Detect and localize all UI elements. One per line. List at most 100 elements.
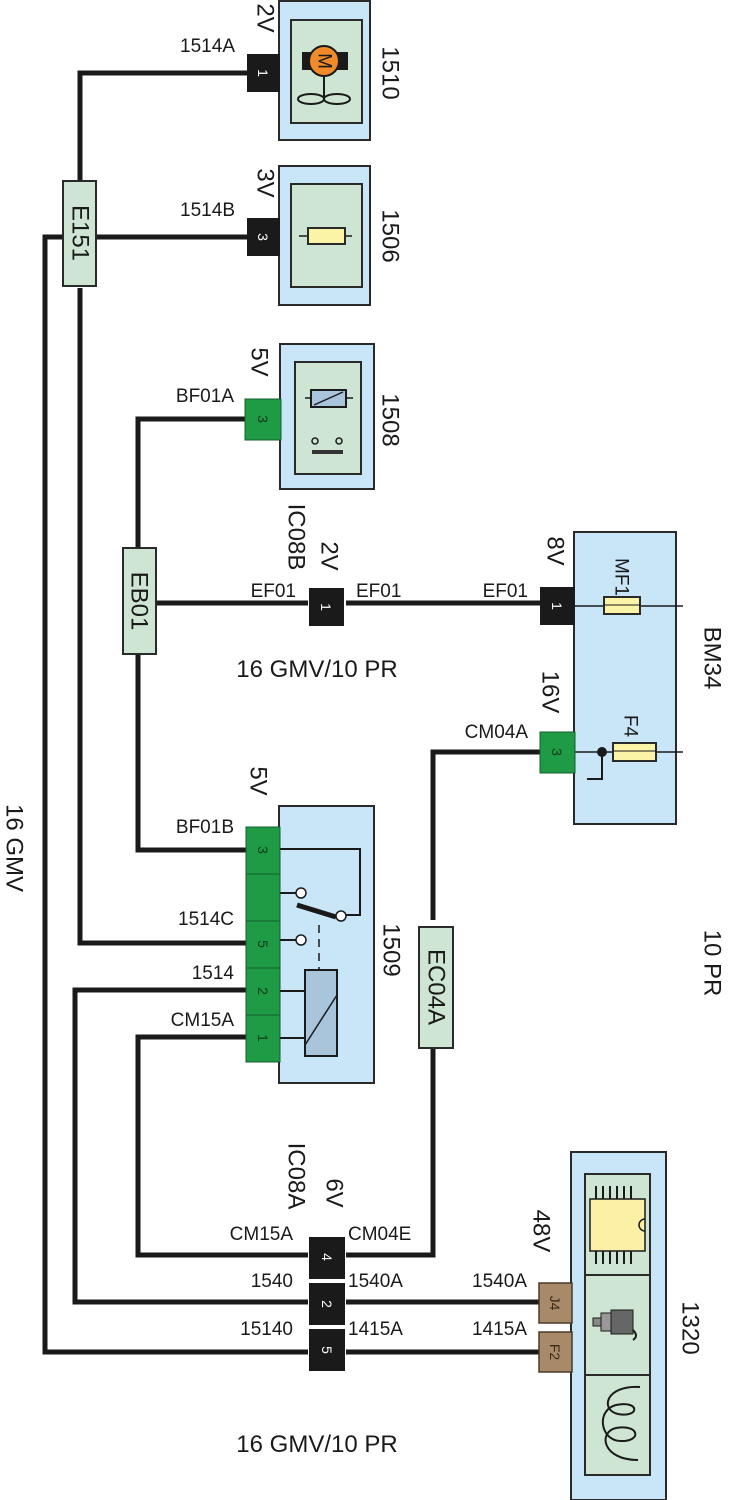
wires: [42, 70, 542, 1355]
wire-cm04a: [430, 749, 540, 920]
chip-icon: [589, 1186, 646, 1264]
wire-label: CM04E: [348, 1224, 411, 1245]
wire-label: EF01: [251, 581, 296, 602]
component-id: 1510: [377, 46, 404, 99]
pin-number: 3: [255, 846, 271, 854]
wire-1514c: [77, 288, 248, 946]
wire-label: 1415A: [348, 1319, 403, 1340]
wire-1540: [72, 987, 308, 1305]
wire-label: 1514A: [180, 36, 235, 57]
splice-label: EB01: [126, 572, 153, 631]
connector-pin[interactable]: [309, 1329, 345, 1371]
connector-label: 16V: [537, 671, 564, 714]
connector-pin[interactable]: [309, 1283, 345, 1325]
splice-label: E151: [67, 205, 94, 261]
wire-label: 1514C: [178, 909, 234, 930]
pin-number: 5: [255, 940, 271, 948]
wire-label: 1514B: [180, 200, 235, 221]
inline-connector-ic08b[interactable]: 1 IC08B 2V EF01 EF01: [251, 504, 402, 626]
wire-bf01a: [135, 416, 248, 548]
connector-label: 5V: [246, 347, 273, 376]
wire-label: CM04A: [465, 722, 529, 743]
component-id: 1508: [377, 393, 404, 446]
connector-label: 3V: [252, 168, 279, 197]
wire-1514a: [77, 70, 248, 183]
wire-label: EF01: [356, 581, 401, 602]
wire-label: CM15A: [171, 1010, 235, 1031]
connector-pin[interactable]: [309, 588, 344, 626]
splice-eb01[interactable]: EB01: [122, 547, 157, 655]
coil-icon: [601, 1385, 641, 1461]
wire-label: BF01A: [176, 386, 234, 407]
injector-icon: [592, 1309, 637, 1341]
wire-label: 1540A: [472, 1271, 527, 1292]
component-1320[interactable]: J4 F2 48V 1320 1540A 1415A: [472, 1151, 704, 1500]
connector-label: 2V: [316, 541, 343, 570]
resistor-icon: [307, 227, 346, 245]
fuse-label: MF1: [611, 558, 632, 596]
pin-number: 1: [549, 602, 565, 610]
harness-label: 10 PR: [699, 930, 726, 997]
connector-pin[interactable]: [309, 1237, 345, 1279]
connector-id: IC08A: [283, 1143, 310, 1210]
wire-cm15a: [135, 1034, 308, 1258]
connector-label: 48V: [528, 1210, 555, 1253]
wire-bf01b: [135, 655, 248, 853]
component-id: 1509: [378, 923, 405, 976]
wire-label: 15140: [240, 1319, 293, 1340]
connector-label: 6V: [321, 1178, 348, 1207]
pin-number: 1: [255, 69, 271, 77]
connector-label: 2V: [252, 3, 279, 32]
harness-label: 16 GMV: [1, 804, 28, 892]
splice-label: EC04A: [423, 949, 450, 1025]
wire-label: 1415A: [472, 1319, 527, 1340]
component-1509[interactable]: 3 5 2 1 5V 1509 BF01B 1514C 1514 CM15A: [171, 766, 405, 1084]
connector-label: 8V: [542, 536, 569, 565]
harness-label: 16 GMV/10 PR: [236, 1431, 397, 1458]
connector-pin[interactable]: [247, 218, 280, 256]
motor-symbol: M: [314, 53, 335, 69]
connector-pin[interactable]: [538, 1331, 573, 1373]
pin-number: 2: [255, 987, 271, 995]
component-bm34[interactable]: MF1 1 8V EF01 F4 3 16V CM04A BM34: [465, 531, 726, 825]
fan-blade-icon: [323, 93, 351, 105]
wire-label: 1540: [251, 1271, 293, 1292]
pin-number: 3: [255, 415, 271, 423]
pin-number: 3: [549, 748, 565, 756]
pin-number: 1: [255, 1034, 271, 1042]
connector-label: 5V: [245, 766, 272, 795]
inline-connector-ic08a[interactable]: 4 2 5 IC08A 6V CM15A 1540 15140 CM04E 15…: [230, 1143, 412, 1371]
pin-number: J4: [547, 1296, 563, 1311]
connector-pin[interactable]: [539, 731, 576, 774]
wire-label: CM15A: [230, 1224, 294, 1245]
connector-pin[interactable]: [244, 398, 282, 441]
splice-e151[interactable]: E151: [62, 180, 97, 287]
wire-15140: [42, 234, 308, 1355]
fuse-f4-icon: [612, 742, 657, 762]
connector-pin[interactable]: [247, 54, 280, 92]
wire-label: 1514: [192, 963, 235, 984]
component-1508[interactable]: 3 5V 1508 BF01A: [176, 343, 404, 490]
component-id: 1506: [377, 209, 404, 262]
pin-number: 2: [319, 1300, 335, 1308]
component-id: 1320: [677, 1301, 704, 1354]
fuse-label: F4: [620, 715, 641, 738]
component-1506[interactable]: 3 3V 1506 1514B: [180, 165, 404, 306]
pin-number: 3: [255, 233, 271, 241]
relay-connector[interactable]: 3 5 2 1: [245, 826, 281, 1063]
pin-number: 4: [319, 1253, 335, 1261]
wire-label: EF01: [483, 581, 528, 602]
relay-switch-icon: [280, 848, 361, 970]
connector-id: IC08B: [283, 504, 310, 571]
pin-number: 1: [318, 603, 334, 611]
pin-number: 5: [319, 1346, 335, 1354]
connector-pin[interactable]: [538, 1282, 573, 1324]
component-1510[interactable]: M 1 2V 1510 1514A: [180, 0, 404, 141]
wire-cm04e: [346, 1048, 436, 1258]
connector-pin[interactable]: [540, 587, 575, 625]
wire-label: 1540A: [348, 1271, 403, 1292]
splice-ec04a[interactable]: EC04A: [418, 926, 454, 1049]
relay-coil-icon: [280, 969, 338, 1057]
harness-label: 16 GMV/10 PR: [236, 656, 397, 683]
